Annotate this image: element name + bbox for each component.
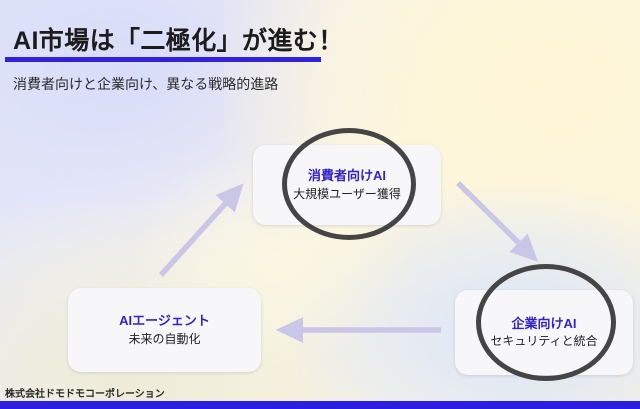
footer-company-name: 株式会社ドモドモコーポレーション	[5, 389, 165, 400]
node-ai-agent-subtitle: 未来の自動化	[128, 331, 201, 346]
node-enterprise-subtitle: セキュリティと統合	[490, 334, 598, 349]
node-consumer-title: 消費者向けAI	[307, 168, 386, 184]
page-subtitle: 消費者向けと企業向け、異なる戦略的進路	[13, 76, 279, 92]
slide-header: AI市場は「二極化」が進む！ 消費者向けと企業向け、異なる戦略的進路	[0, 0, 640, 102]
diagram-node-consumer[interactable]: 消費者向けAI 大規模ユーザー獲得	[253, 145, 441, 225]
diagram-node-enterprise[interactable]: 企業向けAI セキュリティと統合	[455, 290, 633, 375]
title-underline	[5, 57, 321, 62]
page-title: AI市場は「二極化」が進む！	[13, 27, 344, 55]
node-ai-agent-title: AIエージェント	[119, 313, 210, 329]
footer-accent-bar	[0, 401, 640, 409]
diagram-node-ai-agent[interactable]: AIエージェント 未来の自動化	[68, 288, 261, 372]
node-enterprise-title: 企業向けAI	[511, 315, 577, 331]
node-consumer-subtitle: 大規模ユーザー獲得	[293, 186, 401, 201]
